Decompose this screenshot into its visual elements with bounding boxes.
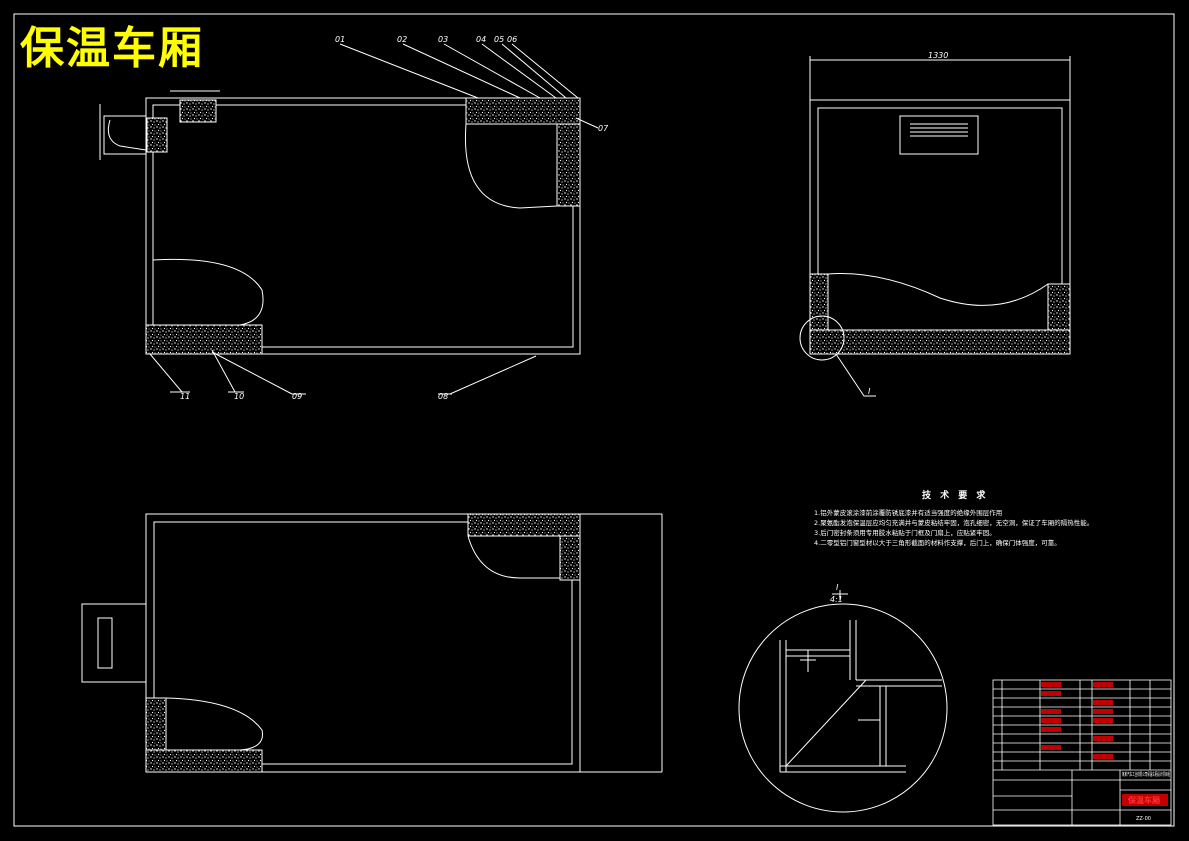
tech-req-1: 1.铝外蒙皮滚涂漆前涂覆防锈底漆并有适当强度的绝缘外围层作用 — [814, 508, 1002, 517]
label-03: 03 — [438, 35, 448, 44]
tech-requirements: 技 术 要 求 1.铝外蒙皮滚涂漆前涂覆防锈底漆并有适当强度的绝缘外围层作用 2… — [814, 489, 1093, 547]
label-07: 07 — [598, 124, 609, 133]
detail-label: I — [836, 583, 839, 592]
label-02: 02 — [397, 35, 407, 44]
title-block-drawing-no: ZZ-00 — [1136, 816, 1151, 822]
label-04: 04 — [476, 35, 486, 44]
title-block-red-entries — [1041, 682, 1168, 806]
label-08: 08 — [438, 392, 448, 401]
tech-req-2: 2.聚氨酯发泡保温层应均匀充满并与蒙皮粘结牢固，泡孔细密，无空洞，保证了车厢的隔… — [814, 518, 1093, 527]
dim-width: 1330 — [928, 51, 948, 60]
title-block — [992, 679, 1172, 826]
tech-req-3: 3.后门密封条须用专用胶水粘贴于门框及门扇上，应贴紧牢固。 — [814, 528, 996, 537]
tech-req-heading: 技 术 要 求 — [922, 489, 988, 501]
drawing-title: 保温车厢 — [20, 23, 204, 74]
detail-scale: 4:1 — [830, 595, 843, 604]
label-10: 10 — [234, 392, 244, 401]
plan-view-top — [99, 43, 599, 395]
end-view — [799, 56, 1071, 397]
title-block-company: 某某汽车工业有限公司保温车厢设计项目组 — [1122, 771, 1170, 778]
title-block-name: 保温车厢 — [1127, 795, 1160, 805]
detail-view — [738, 590, 948, 813]
tech-req-4: 4.二零型铝门窗型材以大于三角形截面的材料作支撑，后门上，确保门体强度，可靠。 — [814, 538, 1061, 547]
label-05: 05 — [494, 35, 504, 44]
label-09: 09 — [292, 392, 302, 401]
label-06: 06 — [507, 35, 517, 44]
section-label: I — [868, 387, 871, 396]
plan-view-bottom — [81, 513, 663, 773]
label-01: 01 — [335, 35, 345, 44]
sheet-border — [13, 13, 1175, 827]
label-11: 11 — [180, 392, 190, 401]
part-labels-top: 01 02 03 04 05 06 07 11 10 09 08 — [180, 35, 609, 401]
